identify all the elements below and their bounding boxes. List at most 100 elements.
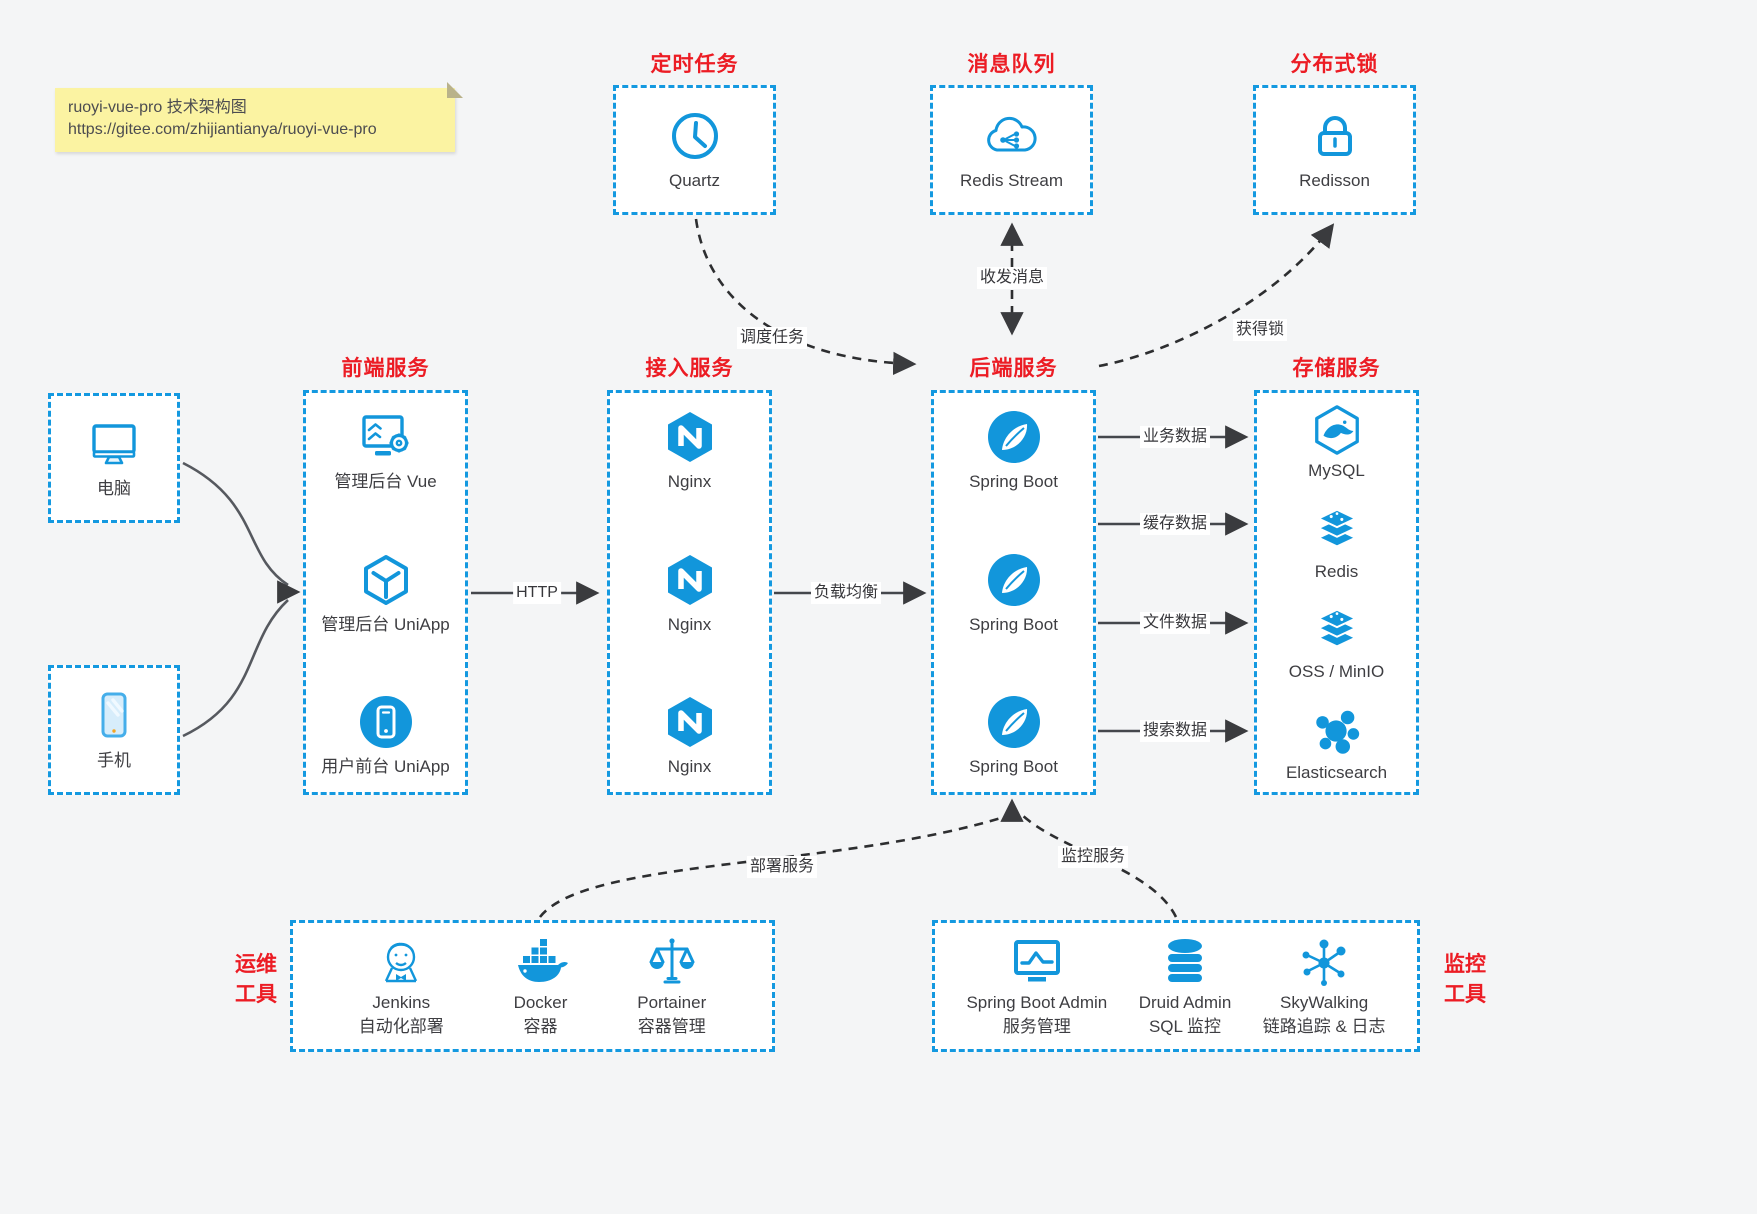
node-spring-boot-1: Spring Boot [938, 409, 1089, 493]
node-label: 电脑 [97, 479, 131, 498]
group-title-monitoring-line2: 工具 [1444, 983, 1486, 1006]
group-title-devops-line1: 运维 [235, 953, 277, 976]
desktop-icon [92, 424, 136, 465]
topology-icon [1302, 939, 1346, 986]
group-box-monitoring: Spring Boot Admin 服务管理 Druid Admin SQL 监… [932, 920, 1420, 1052]
docker-icon [517, 939, 568, 982]
clock-icon [671, 113, 718, 159]
group-box-frontend: 管理后台 Vue 管理后台 UniApp 用户前台 UniApp [303, 390, 468, 795]
node-label: Quartz [668, 171, 721, 190]
edge-label-monitor-service: 监控服务 [1057, 846, 1129, 868]
group-box-scheduled: Quartz [613, 85, 776, 215]
node-sublabel: SQL 监控 [1148, 1017, 1222, 1036]
portainer-icon [649, 938, 695, 984]
group-box-devops: Jenkins 自动化部署 Docker 容器 [290, 920, 775, 1052]
group-box-client-phone: 手机 [48, 665, 180, 795]
node-nginx-2: Nginx [614, 552, 765, 636]
group-box-gateway: Nginx Nginx Nginx [607, 390, 772, 795]
phone-icon [101, 692, 127, 738]
group-title-mq: 消息队列 [967, 53, 1056, 76]
nginx-icon [667, 412, 712, 462]
group-box-lock: Redisson [1253, 85, 1416, 215]
group-title-monitoring: 监控 工具 [1437, 950, 1493, 1010]
mysql-icon [1314, 405, 1359, 455]
oss-icon [1315, 609, 1358, 648]
node-admin-uniapp: 管理后台 UniApp [310, 552, 461, 636]
node-label: Redis Stream [960, 171, 1063, 190]
node-label: Spring Boot [969, 757, 1058, 776]
node-user-uniapp: 用户前台 UniApp [310, 694, 461, 778]
node-label: 管理后台 Vue [334, 472, 437, 491]
monitor-chart-icon [1013, 940, 1060, 982]
edge-label-load-balance: 负载均衡 [810, 582, 882, 604]
node-label: Redisson [1299, 171, 1370, 190]
node-redisson: Redisson [1299, 108, 1370, 192]
node-redis: Redis [1261, 504, 1412, 583]
node-sublabel: 容器 [523, 1017, 558, 1036]
spring-icon [987, 696, 1040, 748]
node-label: 手机 [97, 751, 131, 770]
nginx-icon [667, 554, 712, 605]
node-quartz: Quartz [666, 108, 724, 192]
node-label: MySQL [1308, 461, 1365, 480]
redis-icon [1315, 508, 1358, 548]
node-label: OSS / MinIO [1288, 662, 1385, 682]
nginx-icon [667, 697, 712, 747]
edge-label-deploy-service: 部署服务 [746, 856, 818, 878]
node-label: 用户前台 UniApp [321, 757, 450, 776]
edge-phone-to-frontend [182, 599, 289, 738]
node-label: 管理后台 UniApp [321, 614, 450, 634]
edge-label-http: HTTP [513, 582, 561, 604]
group-title-storage: 存储服务 [1292, 357, 1381, 380]
node-docker: Docker 容器 [510, 934, 572, 1038]
edge-label-cache-data: 缓存数据 [1139, 513, 1211, 535]
node-label: Druid Admin [1138, 993, 1232, 1012]
node-label: Nginx [667, 472, 712, 491]
node-portainer: Portainer 容器管理 [637, 934, 706, 1038]
node-skywalking: SkyWalking 链路追踪 & 日志 [1263, 934, 1386, 1038]
group-box-backend: Spring Boot Spring Boot Spring Boot [931, 390, 1096, 795]
group-title-gateway: 接入服务 [645, 357, 734, 380]
sticky-note: ruoyi-vue-pro 技术架构图 https://gitee.com/zh… [55, 82, 463, 152]
node-label: Nginx [667, 757, 712, 776]
node-elasticsearch: Elasticsearch [1261, 705, 1412, 784]
admin-vue-icon [361, 415, 408, 456]
node-oss-minio: OSS / MinIO [1261, 604, 1412, 683]
edge-label-business-data: 业务数据 [1139, 426, 1211, 448]
node-nginx-1: Nginx [614, 409, 765, 493]
group-title-backend: 后端服务 [969, 357, 1058, 380]
node-pc: 电脑 [85, 416, 143, 500]
edge-label-send-receive-message: 收发消息 [976, 267, 1048, 289]
node-redis-stream: Redis Stream [960, 108, 1063, 192]
node-label: Redis [1314, 561, 1359, 581]
edge-label-search-data: 搜索数据 [1139, 720, 1211, 742]
node-sublabel: 容器管理 [637, 1017, 706, 1036]
node-label: Docker [513, 993, 568, 1012]
node-label: Spring Boot Admin [966, 993, 1108, 1012]
edge-pc-to-frontend [182, 461, 289, 587]
note-title: ruoyi-vue-pro 技术架构图 [68, 99, 247, 116]
edge-label-schedule-task: 调度任务 [736, 327, 808, 349]
node-sublabel: 服务管理 [1002, 1017, 1071, 1036]
group-box-storage: MySQL Redis [1254, 390, 1419, 795]
lock-icon [1317, 116, 1352, 156]
spring-icon [987, 553, 1040, 606]
edge-label-file-data: 文件数据 [1139, 612, 1211, 634]
spring-icon [987, 411, 1040, 463]
group-title-monitoring-line1: 监控 [1444, 953, 1486, 976]
group-title-devops: 运维 工具 [228, 950, 284, 1010]
node-label: Spring Boot [969, 472, 1058, 491]
node-admin-vue: 管理后台 Vue [310, 409, 461, 493]
group-box-mq: Redis Stream [930, 85, 1093, 215]
node-spring-boot-admin: Spring Boot Admin 服务管理 [966, 934, 1107, 1038]
node-spring-boot-2: Spring Boot [938, 552, 1089, 636]
group-box-client-pc: 电脑 [48, 393, 180, 523]
note-fold-corner [447, 82, 463, 98]
node-druid-admin: Druid Admin SQL 监控 [1138, 934, 1232, 1038]
group-title-scheduled: 定时任务 [650, 53, 739, 76]
jenkins-icon [385, 942, 418, 983]
node-label: SkyWalking [1280, 993, 1369, 1012]
node-label: Spring Boot [969, 614, 1058, 634]
